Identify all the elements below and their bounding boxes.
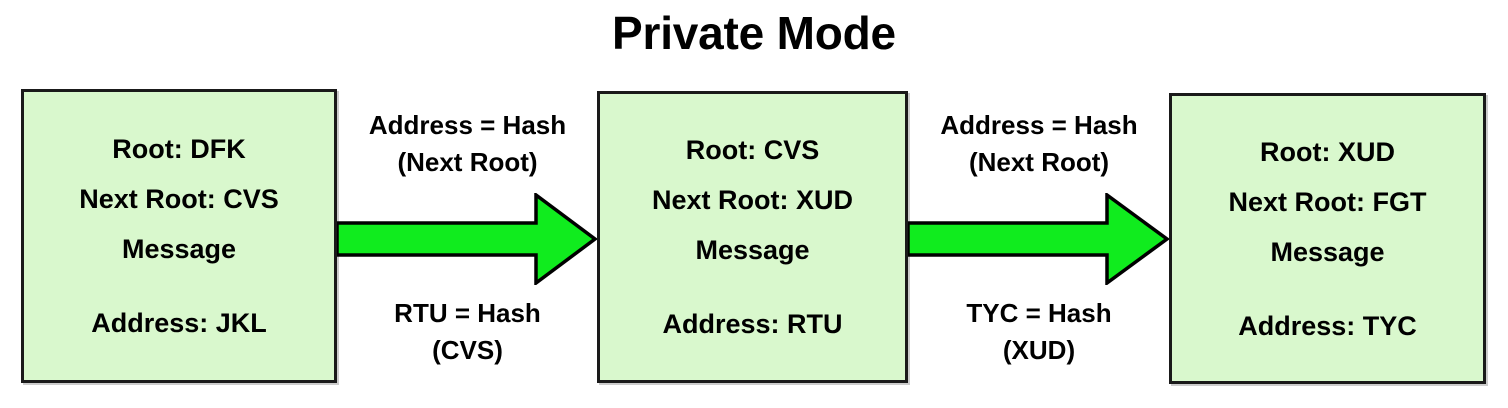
state-box-2: Root: CVS Next Root: XUD Message Address…	[597, 91, 908, 383]
state-box-3-content: Root: XUD Next Root: FGT Message Address…	[1172, 127, 1483, 351]
state-box-3: Root: XUD Next Root: FGT Message Address…	[1169, 93, 1486, 384]
state-box-1-content: Root: DFK Next Root: CVS Message Address…	[24, 124, 334, 348]
state-box-3-message: Message	[1270, 236, 1385, 267]
transition-2-top-label-line2: (Next Root)	[968, 147, 1110, 177]
state-box-3-next-root: Next Root: FGT	[1228, 186, 1427, 217]
transition-2-top-label-line1: Address = Hash	[940, 110, 1138, 140]
state-box-2-next-root: Next Root: XUD	[652, 185, 853, 215]
state-box-2-root: Root: CVS	[685, 135, 820, 165]
state-box-1-root: Root: DFK	[112, 134, 246, 164]
transition-1-bottom-label-line2: (CVS)	[432, 335, 503, 365]
state-box-1-spacer	[24, 274, 334, 298]
state-box-1-address: Address: JKL	[91, 308, 267, 338]
state-box-2-message: Message	[695, 235, 810, 265]
state-box-3-root: Root: XUD	[1260, 136, 1395, 167]
state-box-1: Root: DFK Next Root: CVS Message Address…	[21, 89, 337, 383]
state-box-1-message: Message	[121, 234, 237, 264]
right-arrow-icon	[337, 193, 598, 285]
state-box-1-next-root: Next Root: CVS	[79, 184, 279, 214]
transition-1-bottom-label-line1: RTU = Hash	[394, 298, 541, 328]
transition-1-top-label-line1: Address = Hash	[368, 110, 567, 140]
transition-2-bottom-label-line1: TYC = Hash	[966, 298, 1112, 328]
state-box-3-spacer	[1172, 277, 1483, 301]
diagram-title: Private Mode	[612, 7, 896, 59]
state-box-2-content: Root: CVS Next Root: XUD Message Address…	[600, 125, 905, 349]
transition-2: Address = Hash (Next Root) TYC = Hash (X…	[908, 95, 1170, 385]
state-box-2-address: Address: RTU	[662, 309, 843, 339]
transition-1: Address = Hash (Next Root) RTU = Hash (C…	[337, 95, 598, 385]
right-arrow-icon	[908, 193, 1170, 285]
transition-1-top-label-line2: (Next Root)	[397, 147, 538, 177]
transition-1-arrow-container	[337, 193, 598, 285]
state-box-3-address: Address: TYC	[1238, 310, 1417, 341]
state-box-2-spacer	[600, 275, 905, 299]
transition-2-bottom-label-line2: (XUD)	[1002, 335, 1076, 365]
transition-2-arrow-container	[908, 193, 1170, 285]
